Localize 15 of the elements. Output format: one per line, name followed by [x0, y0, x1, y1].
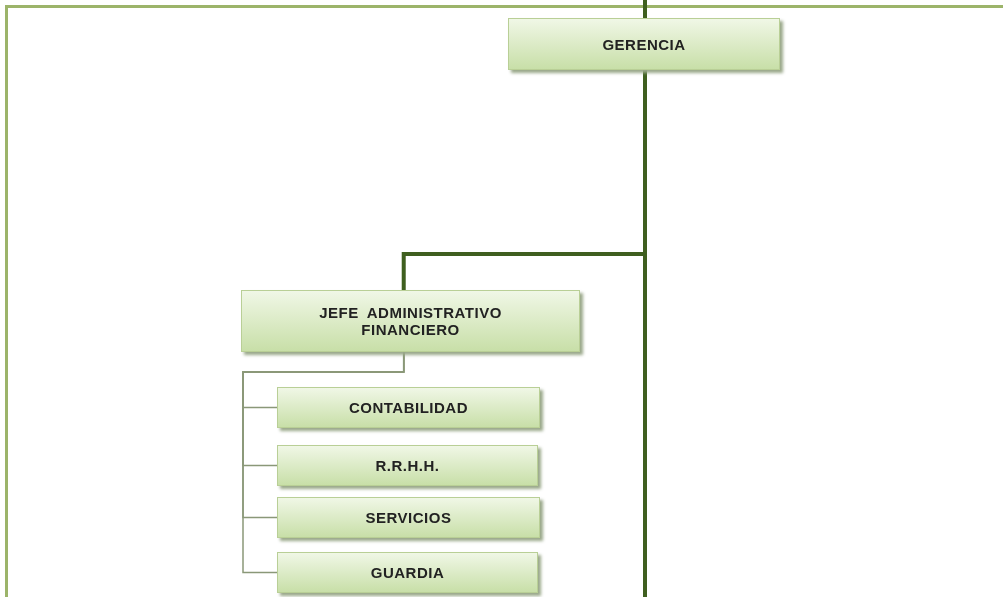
connector-line [242, 351, 405, 574]
connector-line [643, 0, 647, 18]
org-box [277, 387, 540, 428]
box-label: JEFE ADMINISTRATIVO FINANCIERO [318, 304, 503, 338]
org-box [277, 445, 538, 486]
box-label: R.R.H.H. [374, 457, 441, 474]
org-box [277, 552, 538, 593]
org-box [241, 290, 580, 352]
connector-line [401, 70, 647, 290]
box-label: GERENCIA [601, 35, 687, 53]
box-label: CONTABILIDAD [347, 399, 469, 416]
box-label: GUARDIA [369, 564, 446, 581]
box-label: SERVICIOS [364, 509, 453, 526]
org-box [277, 497, 540, 538]
org-box [508, 18, 780, 70]
